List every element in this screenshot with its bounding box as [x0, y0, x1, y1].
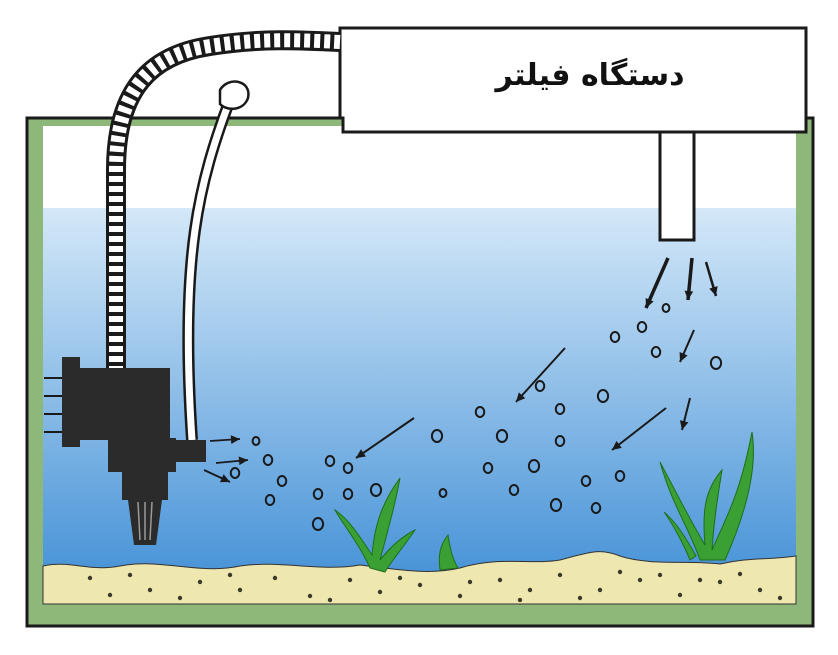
bubble: [342, 488, 354, 500]
bubble: [324, 455, 336, 467]
bubbles: [229, 303, 723, 531]
bubble: [590, 502, 602, 514]
sand-grain: [177, 595, 183, 601]
filter-label: دستگاه فیلتر: [495, 57, 685, 93]
bubble: [596, 389, 610, 403]
plant-middle: [438, 533, 459, 571]
flow-arrow: [611, 407, 667, 451]
bubble: [636, 321, 648, 333]
bubble: [229, 467, 241, 479]
sand-grain: [757, 587, 763, 593]
bubble: [580, 475, 592, 487]
sand-grain: [347, 577, 353, 583]
bubble: [609, 331, 621, 343]
sand-dots: [87, 569, 783, 603]
bubble: [554, 435, 566, 447]
bubble: [614, 470, 626, 482]
sand-grain: [697, 577, 703, 583]
sand-grain: [517, 597, 523, 603]
bubble: [262, 454, 274, 466]
sand-grain: [107, 592, 113, 598]
bubble: [474, 406, 486, 418]
plant-left: [333, 477, 417, 573]
sand-grain: [87, 575, 93, 581]
sand-grain: [777, 595, 783, 601]
flow-arrow: [704, 261, 718, 297]
sand-grain: [637, 577, 643, 583]
sand-grain: [237, 587, 243, 593]
bubble: [311, 517, 325, 531]
bubble: [482, 462, 494, 474]
pump-outlet: [176, 440, 206, 462]
sand-grain: [557, 572, 563, 578]
bubble: [661, 303, 671, 313]
flow-arrows: [203, 257, 718, 483]
sand-grain: [457, 593, 463, 599]
sand-grain: [147, 587, 153, 593]
suction-cups: [44, 377, 62, 433]
bubble: [495, 429, 509, 443]
pump-mount: [62, 357, 80, 447]
bubble: [549, 498, 563, 512]
sand-grain: [597, 587, 603, 593]
sand-grain: [467, 579, 473, 585]
bubble: [709, 356, 723, 370]
air-tube: [182, 80, 250, 441]
plant-right: [659, 431, 754, 561]
bubble: [430, 429, 444, 443]
sand-grain: [397, 575, 403, 581]
sand-grain: [127, 572, 133, 578]
pump-motor: [108, 438, 176, 472]
plant-right-leaf: [663, 511, 697, 561]
sand-grain: [677, 592, 683, 598]
air-tube-cap: [218, 80, 250, 111]
sand-grain: [327, 597, 333, 603]
sand-grain: [417, 582, 423, 588]
flow-arrow: [209, 435, 241, 444]
filter-box: [338, 26, 808, 134]
filter-outlet: [658, 130, 696, 242]
pump-body: [78, 368, 170, 440]
bubble: [251, 436, 261, 446]
sand-grain: [577, 595, 583, 601]
pump-base: [122, 470, 168, 500]
flow-arrow: [679, 397, 691, 431]
bubble: [342, 462, 354, 474]
sand-grain: [717, 579, 723, 585]
flow-arrow: [515, 347, 566, 403]
flow-arrow: [203, 469, 231, 483]
sand-grain: [657, 572, 663, 578]
bubble: [554, 403, 566, 415]
sand-grain: [737, 571, 743, 577]
sand-grain: [497, 577, 503, 583]
sand-grain: [377, 589, 383, 595]
bubble: [312, 488, 324, 500]
flow-arrow: [679, 329, 695, 363]
sand-grain: [307, 593, 313, 599]
flow-arrow: [215, 456, 249, 466]
bubble: [369, 483, 383, 497]
filter-unit: [338, 26, 808, 242]
sand-grain: [272, 575, 278, 581]
bubble: [534, 380, 546, 392]
hose: [106, 30, 341, 372]
sand: [42, 551, 797, 605]
bubble: [527, 459, 541, 473]
flow-arrow: [684, 257, 694, 301]
flow-arrow: [355, 417, 415, 459]
pump: [44, 357, 206, 545]
bubble: [438, 488, 448, 498]
bubble: [508, 484, 520, 496]
sand-grain: [197, 579, 203, 585]
bubble: [264, 494, 276, 506]
bubble: [650, 346, 662, 358]
sand-grain: [227, 572, 233, 578]
sand-grain: [527, 587, 533, 593]
plants: [333, 431, 754, 573]
flow-arrow: [644, 257, 670, 309]
bubble: [276, 475, 288, 487]
sand-grain: [617, 569, 623, 575]
